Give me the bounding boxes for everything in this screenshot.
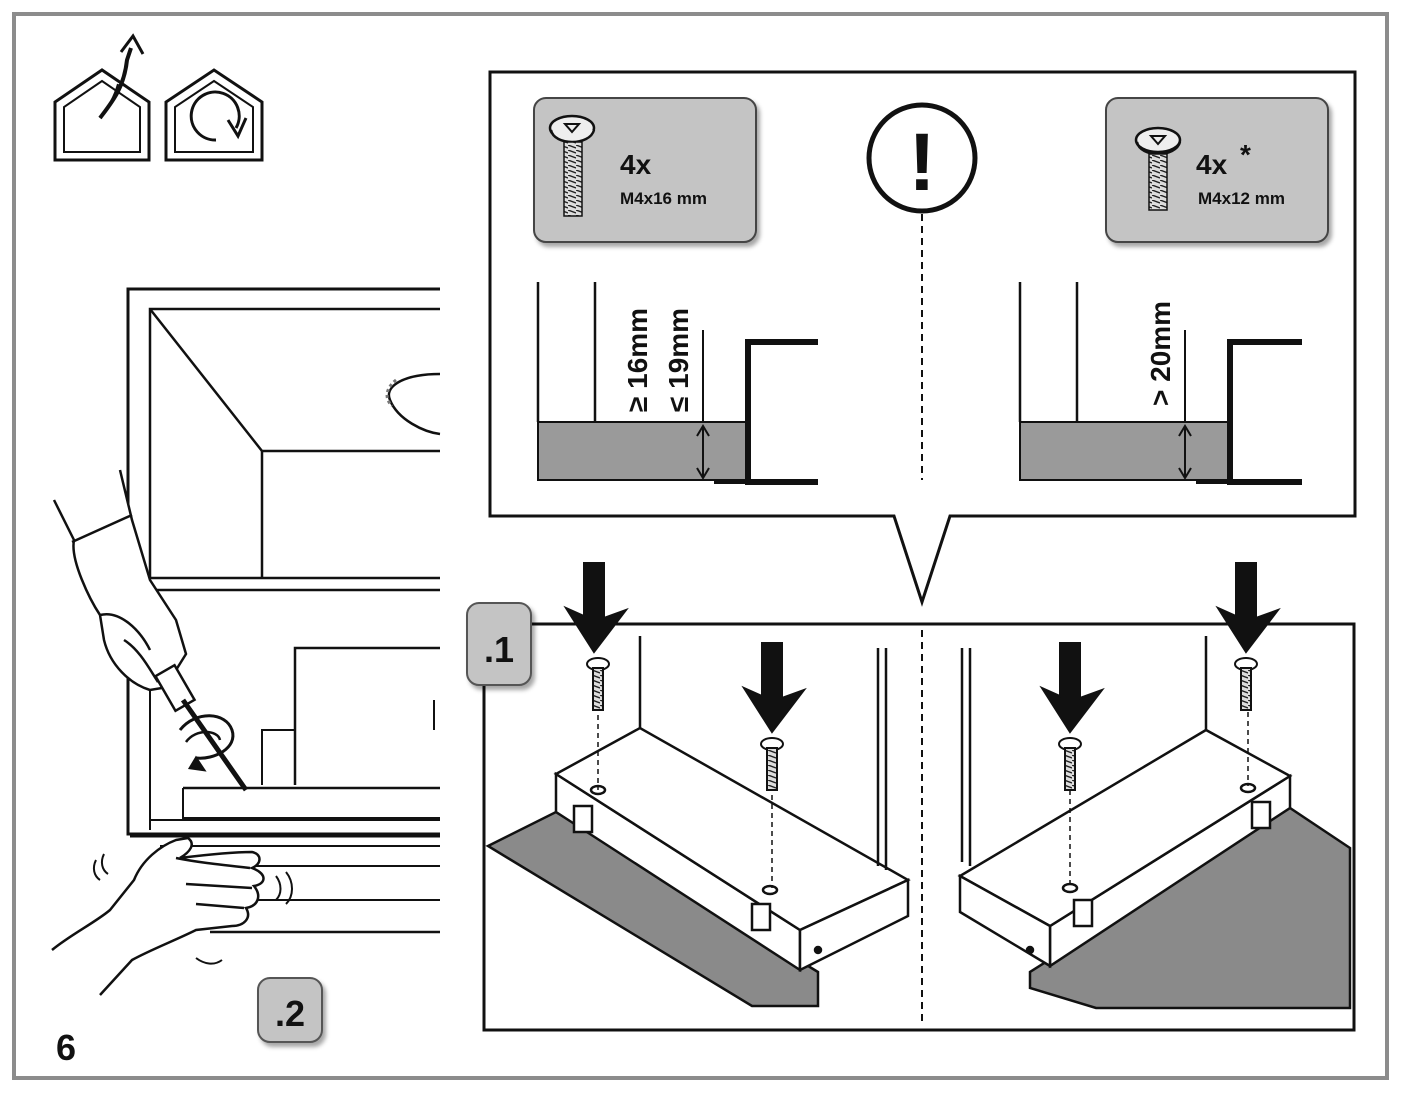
arrow-down-icon	[563, 562, 1281, 734]
hand-with-screwdriver	[52, 469, 249, 792]
section-left	[536, 282, 818, 485]
measure-left-min: ≥ 16mm	[622, 308, 653, 412]
measure-left-max: ≤ 19mm	[663, 308, 694, 412]
screw-icon	[548, 114, 596, 217]
step-number: 6	[56, 1027, 76, 1068]
house-exhaust-icon	[53, 33, 151, 162]
screw-right-quantity: 4x	[1196, 149, 1228, 180]
hands-icon	[51, 836, 293, 996]
substep-1-label: .1	[484, 629, 514, 670]
screw-icon	[1134, 126, 1182, 211]
measure-right-min: > 20mm	[1145, 301, 1176, 406]
screw-icon	[586, 657, 1258, 791]
substep-2-label: .2	[275, 993, 305, 1034]
substep-1-badge: .1	[466, 602, 532, 686]
warning-symbol: !	[908, 117, 935, 208]
screw-right-size: M4x12 mm	[1198, 189, 1285, 208]
substep-2-badge: .2	[257, 977, 323, 1043]
section-right	[1018, 282, 1302, 485]
screw-card-right: 4x * M4x12 mm	[1105, 97, 1329, 243]
warning-icon: !	[866, 102, 978, 214]
install-right-half	[957, 636, 1352, 1010]
screw-left-quantity: 4x	[620, 149, 652, 180]
screw-right-asterisk: *	[1240, 139, 1251, 170]
house-recirculation-icon	[164, 68, 264, 162]
screw-card-left: 4x M4x16 mm	[533, 97, 757, 243]
install-left-half	[485, 636, 911, 1008]
screw-left-size: M4x16 mm	[620, 189, 707, 208]
